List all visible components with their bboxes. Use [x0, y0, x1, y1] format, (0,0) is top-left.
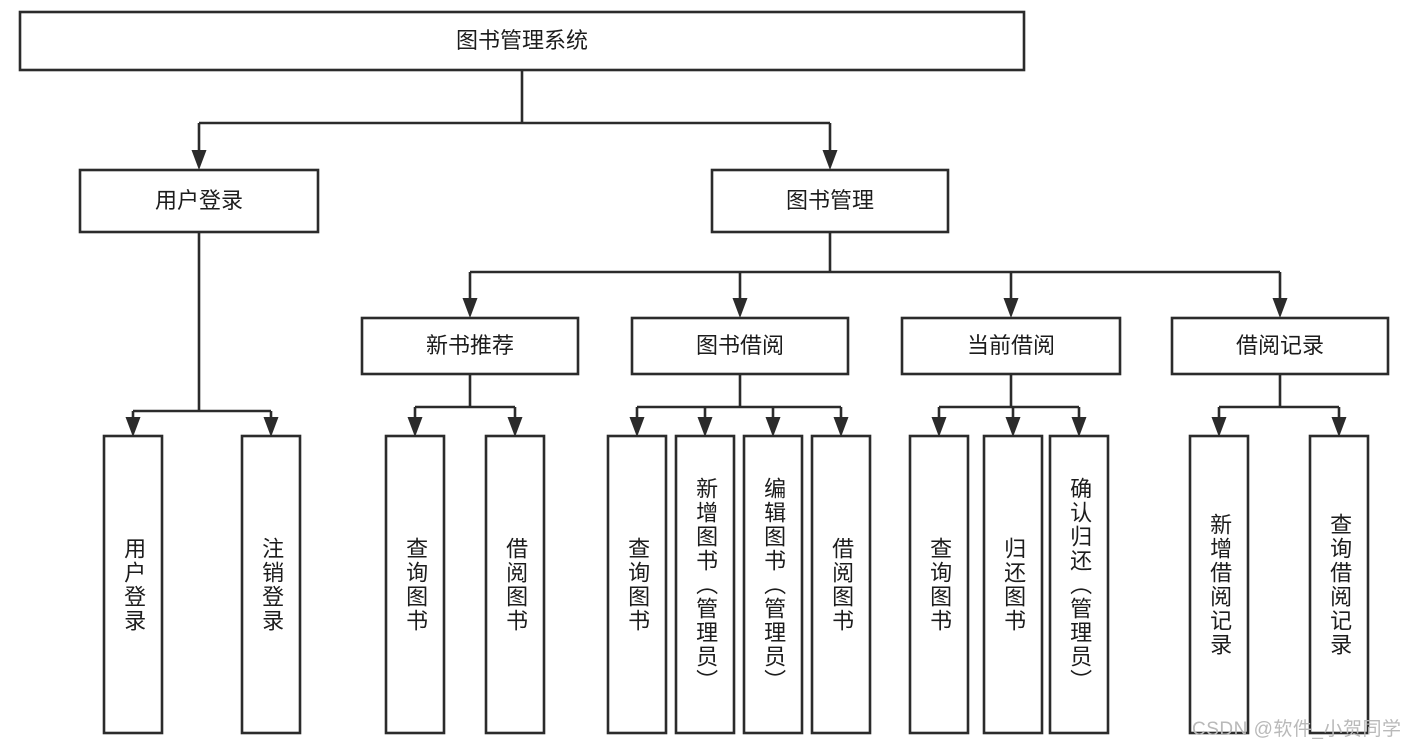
arrow-head-icon	[1331, 417, 1347, 437]
node-boxes	[18, 10, 1390, 735]
node-leaf-0[interactable]	[102, 434, 164, 735]
arrow-head-icon	[507, 417, 523, 437]
arrow-head-icon	[1272, 298, 1288, 318]
node-level2-2[interactable]	[900, 316, 1122, 376]
node-leaf-9[interactable]	[982, 434, 1044, 735]
arrow-head-icon	[1211, 417, 1227, 437]
node-leaf-11[interactable]	[1188, 434, 1250, 735]
node-level1-label-0: 用户登录	[155, 188, 243, 213]
node-level1-label-1: 图书管理	[786, 188, 874, 213]
arrow-head-icon	[697, 417, 713, 437]
node-root-label: 图书管理系统	[456, 28, 588, 53]
node-leaf-10[interactable]	[1048, 434, 1110, 735]
arrow-head-icon	[191, 150, 207, 170]
node-level2-label-0: 新书推荐	[426, 333, 514, 358]
arrow-head-icon	[765, 417, 781, 437]
arrow-head-icon	[125, 417, 141, 437]
node-leaf-12[interactable]	[1308, 434, 1370, 735]
node-leaf-6[interactable]	[742, 434, 804, 735]
node-level2-label-3: 借阅记录	[1236, 333, 1324, 358]
arrow-head-icon	[1005, 417, 1021, 437]
arrow-head-icon	[822, 150, 838, 170]
arrow-head-icon	[462, 298, 478, 318]
node-leaf-3[interactable]	[484, 434, 546, 735]
node-leaf-7[interactable]	[810, 434, 872, 735]
node-leaf-4[interactable]	[606, 434, 668, 735]
node-level2-1[interactable]	[630, 316, 850, 376]
node-root[interactable]	[18, 10, 1026, 72]
arrow-head-icon	[833, 417, 849, 437]
node-leaf-2[interactable]	[384, 434, 446, 735]
node-leaf-8[interactable]	[908, 434, 970, 735]
node-level2-label-2: 当前借阅	[967, 333, 1055, 358]
node-level1-1[interactable]	[710, 168, 950, 234]
arrow-head-icon	[1003, 298, 1019, 318]
node-level2-3[interactable]	[1170, 316, 1390, 376]
connector-lines	[125, 70, 1347, 437]
arrow-head-icon	[732, 298, 748, 318]
arrow-head-icon	[629, 417, 645, 437]
node-level2-0[interactable]	[360, 316, 580, 376]
node-leaf-1[interactable]	[240, 434, 302, 735]
arrow-head-icon	[263, 417, 279, 437]
csdn-watermark: CSDN @软件_小贺同学	[1192, 719, 1402, 740]
arrow-head-icon	[1071, 417, 1087, 437]
node-leaf-5[interactable]	[674, 434, 736, 735]
node-level1-0[interactable]	[78, 168, 320, 234]
arrow-head-icon	[407, 417, 423, 437]
arrow-head-icon	[931, 417, 947, 437]
node-level2-label-1: 图书借阅	[696, 333, 784, 358]
